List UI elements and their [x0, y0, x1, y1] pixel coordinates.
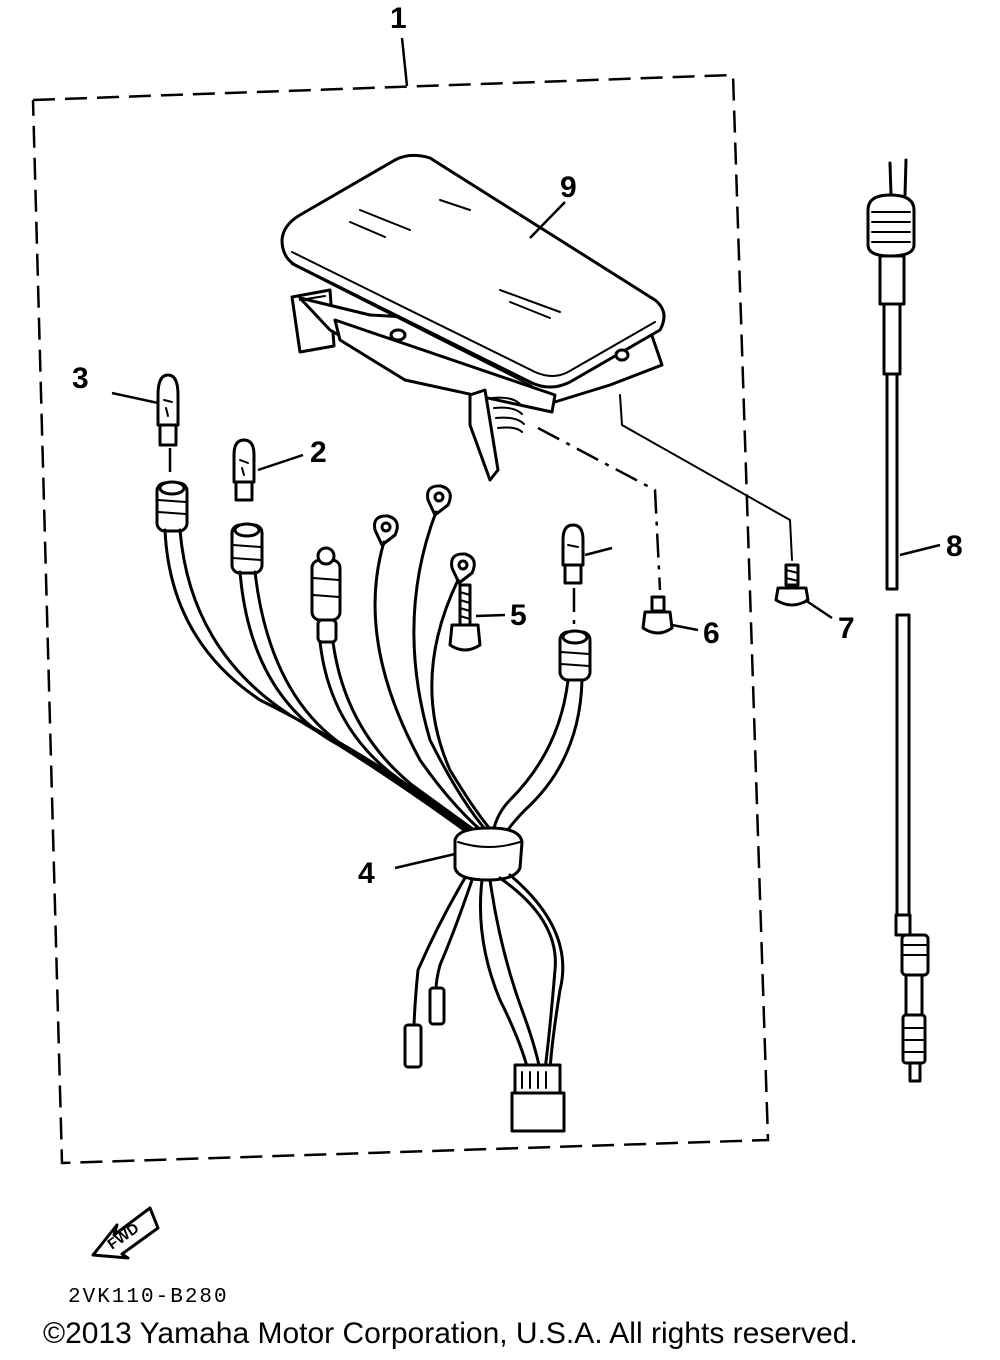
callout-6: 6: [703, 617, 720, 650]
leader-4: [394, 852, 456, 870]
meter-cable: [866, 158, 930, 1083]
screw-6: [641, 595, 674, 635]
screw-7-axis: [619, 394, 793, 561]
reference-code: 2VK110-B280: [68, 1286, 229, 1309]
leader-7: [804, 598, 833, 620]
leader-3: [111, 391, 159, 405]
callout-7: 7: [838, 612, 855, 645]
callout-8: 8: [946, 530, 963, 563]
leader-1: [400, 37, 409, 87]
fwd-arrow: FWD: [91, 1206, 160, 1260]
screw-7: [774, 563, 810, 607]
bulb-3: [156, 373, 180, 478]
callout-1: 1: [390, 2, 407, 35]
meter-case: [280, 153, 666, 482]
wire-harness: [155, 480, 592, 1133]
callout-5: 5: [510, 599, 527, 632]
assembly-boundary: [31, 73, 770, 1165]
leader-2: [257, 453, 304, 472]
screw-6-axis: [537, 426, 662, 591]
leader-8: [899, 543, 941, 557]
bulb-harness-right: [561, 523, 613, 625]
callout-3: 3: [72, 362, 89, 395]
leader-5: [475, 613, 506, 618]
callout-9: 9: [560, 171, 577, 204]
leader-9: [529, 201, 566, 239]
callout-4: 4: [358, 857, 375, 890]
callout-2: 2: [310, 436, 327, 469]
copyright-notice: ©2013 Yamaha Motor Corporation, U.S.A. A…: [43, 1317, 858, 1350]
bulb-2: [232, 438, 256, 502]
screw-5: [448, 583, 482, 652]
leader-6: [671, 623, 699, 632]
